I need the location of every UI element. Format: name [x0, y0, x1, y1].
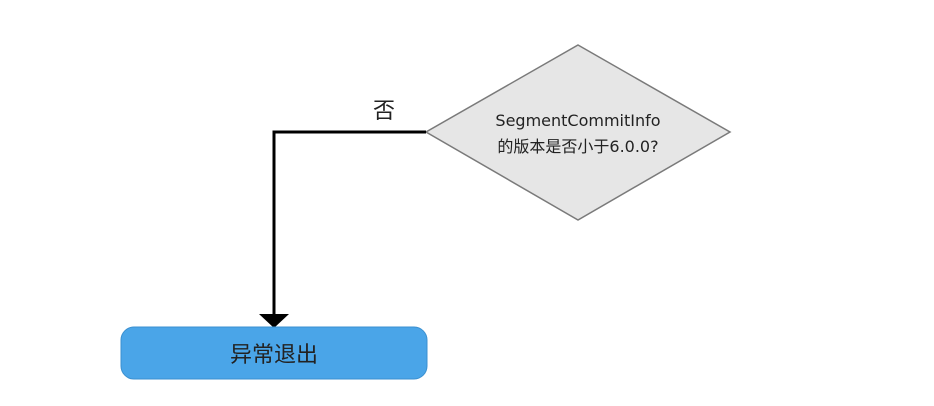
branch-no-label: 否	[373, 99, 395, 124]
terminal-rect	[120, 326, 428, 380]
decision-text-line1: SegmentCommitInfo	[495, 111, 660, 130]
decision-text-line2: 的版本是否小于6.0.0?	[497, 137, 658, 156]
terminal-text: 异常退出	[230, 343, 318, 368]
connector-line	[272, 130, 426, 316]
terminal-node: 异常退出	[120, 326, 428, 380]
decision-diamond	[424, 44, 732, 221]
no-branch-connector: 否	[259, 99, 426, 328]
decision-node: SegmentCommitInfo 的版本是否小于6.0.0?	[424, 44, 732, 221]
connector-arrowhead	[259, 314, 289, 328]
